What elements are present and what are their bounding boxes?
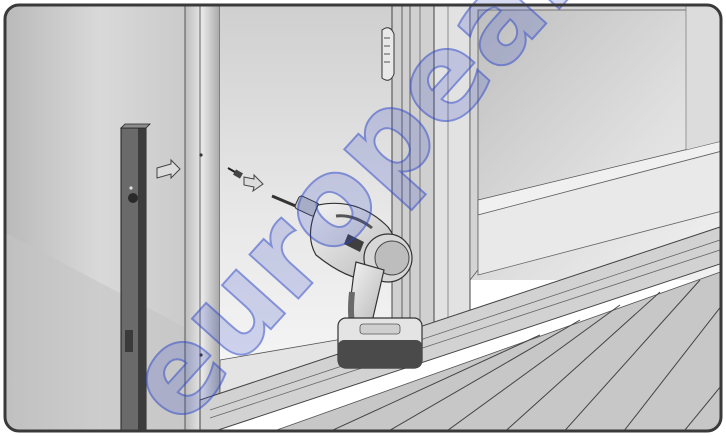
deck-boards: [319, 279, 721, 431]
door-jamb: [184, 5, 221, 431]
bottom-track: [199, 224, 721, 431]
screw-icon: [227, 167, 243, 179]
deck-floor: [259, 269, 721, 431]
outer-wall-right: [685, 5, 721, 151]
door-stile: [391, 5, 435, 346]
right-sill: [477, 139, 721, 216]
right-window-frame: [469, 5, 721, 282]
drill-illustration: [271, 194, 423, 369]
illustration-border: [3, 3, 723, 433]
mullion: [433, 5, 471, 351]
arrow-icon: [156, 158, 181, 180]
arrow-icon-2: [243, 173, 264, 193]
